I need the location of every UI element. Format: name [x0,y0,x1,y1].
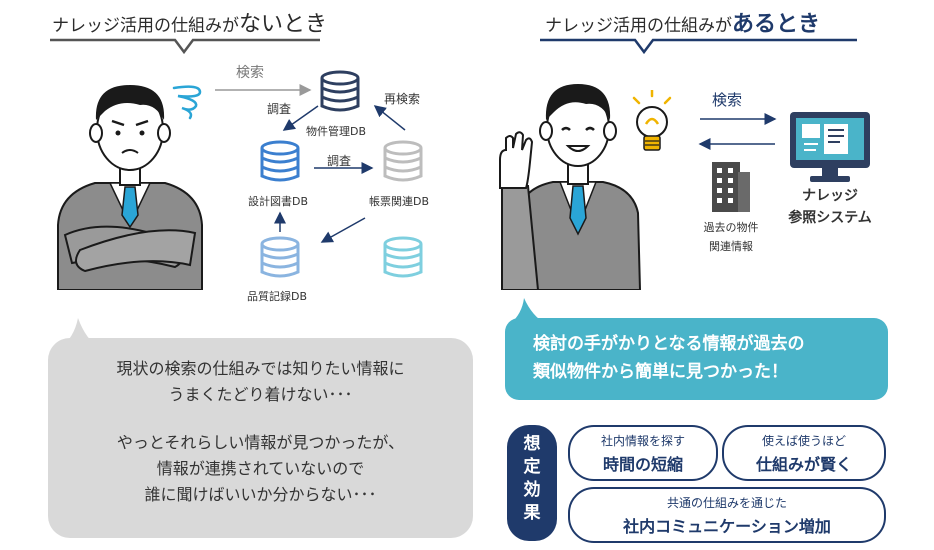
effect-pill: 共通の仕組みを通じた 社内コミュニケーション増加 [568,487,886,543]
db-quality-label: 品質記録DB [247,290,308,303]
confused-swirl-icon [172,85,202,120]
search-label: 検索 [236,65,264,81]
forms-to-quality-arrow [320,217,366,243]
system-search-label: 検索 [712,91,743,109]
left-bubble-line: 情報が連携されていないので [156,459,365,478]
left-bubble-line: 誰に聞けばいいか分からない･･･ [144,485,377,504]
past-info-line: 関連情報 [709,240,753,253]
investigate-label-2: 調査 [327,154,352,168]
left-bubble-line: 現状の検索の仕組みでは知りたい情報に [116,359,405,378]
effects-title-char: 果 [523,503,541,523]
left-heading-underline [50,38,320,55]
left-heading: ナレッジ活用の仕組みがないとき [52,6,327,38]
lightbulb-icon [632,90,672,151]
effect-pill-caption: 共通の仕組みを通じた [666,496,787,510]
system-label-line: ナレッジ [802,188,858,204]
building-icon [712,162,750,212]
left-bubble-line: やっとそれらしい情報が見つかったが、 [116,433,405,452]
right-heading-underline [540,38,857,55]
effect-pill-title: 仕組みが賢く [755,455,852,474]
research-arrow [373,105,406,131]
businessman-crossed-arms [57,85,203,290]
research-label: 再検索 [384,92,421,106]
effect-pill-caption: 社内情報を探す [600,434,685,448]
right-bubble-tail [510,298,546,324]
database-icon [383,140,423,182]
effect-pill: 使えば使うほど 仕組みが賢く [722,425,886,481]
left-heading-emphasis: ないとき [239,12,328,37]
system-arrows [698,113,777,150]
system-label: ナレッジ 参照システム [780,185,880,229]
past-info-line: 過去の物件 [703,221,759,234]
db-diagram [215,70,423,278]
left-bubble-line: うまくたどり着けない･･･ [168,385,353,404]
database-icon [383,236,423,278]
db-design-label: 設計図書DB [248,195,309,208]
db-forms-label: 帳票関連DB [369,195,430,208]
right-bubble-line: 検討の手がかりとなる情報が過去の [533,334,805,354]
left-speech-bubble: 現状の検索の仕組みでは知りたい情報に うまくたどり着けない･･･ やっとそれらし… [48,338,473,538]
effects-title-char: 定 [523,457,541,477]
effects-title-char: 効 [523,480,541,500]
effects-title-char: 想 [523,434,541,454]
investigate-arrow-1 [282,105,319,131]
system-label-line: 参照システム [788,210,872,226]
right-heading: ナレッジ活用の仕組みがあるとき [545,6,820,38]
effect-pill-title: 時間の短縮 [602,455,683,474]
businessman-waving [499,84,642,290]
right-heading-prefix: ナレッジ活用の仕組みが [545,16,732,36]
db-property-label: 物件管理DB [306,125,367,138]
expected-effects-title: 想 定 効 果 [507,425,557,541]
effect-pill-caption: 使えば使うほど [761,434,846,448]
effect-pill-title: 社内コミュニケーション増加 [623,517,831,536]
right-speech-bubble: 検討の手がかりとなる情報が過去の 類似物件から簡単に見つかった！ [505,318,888,400]
computer-monitor-icon [790,112,870,182]
database-icon [260,140,300,182]
database-icon [320,70,360,112]
left-heading-prefix: ナレッジ活用の仕組みが [52,16,239,36]
right-bubble-line: 類似物件から簡単に見つかった！ [533,362,788,382]
past-info-label: 過去の物件 関連情報 [696,219,766,254]
right-heading-emphasis: あるとき [732,12,821,37]
database-icon [260,236,300,278]
heading-underlines [50,38,857,55]
effect-pill: 社内情報を探す 時間の短縮 [568,425,718,481]
investigate-label-1: 調査 [267,102,292,116]
